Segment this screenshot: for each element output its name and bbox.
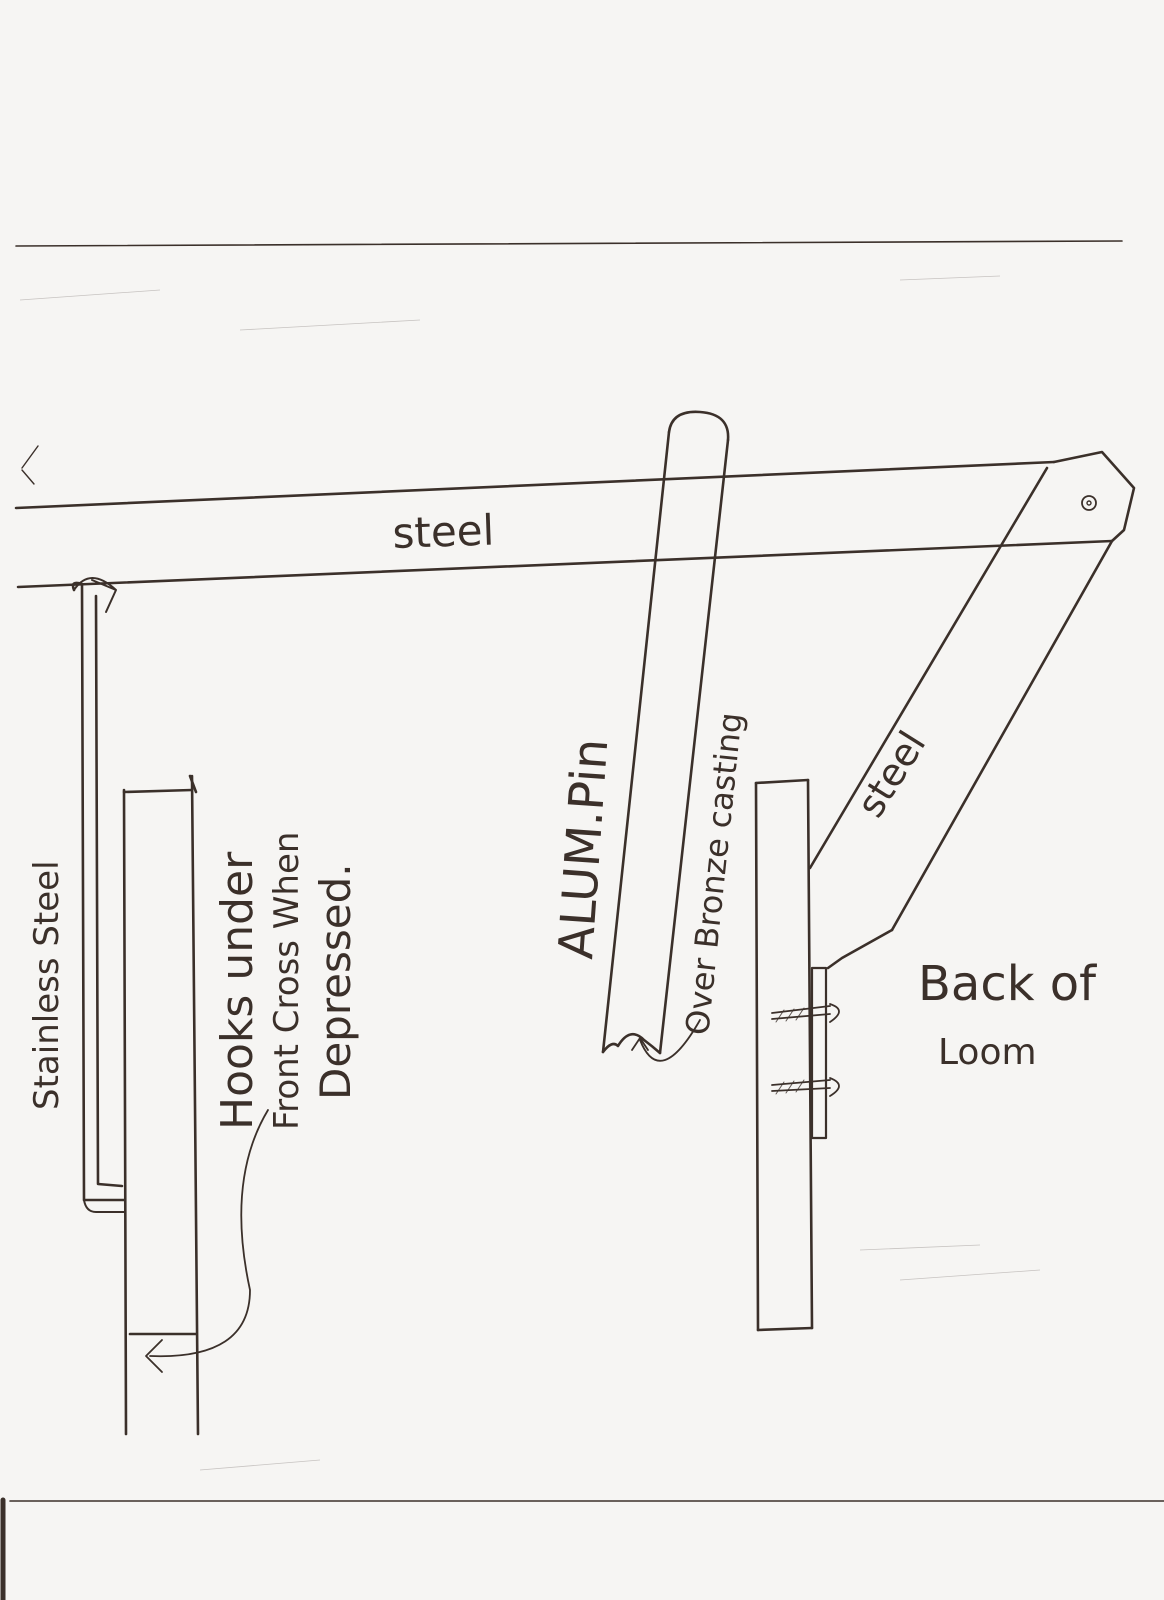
page-frame-lines (0, 240, 1164, 1600)
pivot-bolt-icon (1081, 495, 1097, 511)
tick-mark-left-2 (21, 469, 35, 485)
post-bottom-edge (756, 1326, 814, 1332)
post-right-edge (806, 778, 814, 1330)
hooks-label-line2: Front Cross When (267, 832, 307, 1130)
loom-label: Loom (938, 1032, 1037, 1073)
mounting-plate (810, 966, 828, 1140)
front-cross-left-edge (122, 788, 128, 1436)
pin-left-edge (601, 430, 671, 1054)
front-cross-top-tick (188, 774, 198, 794)
brace-upper-edge (808, 466, 1049, 870)
back-of-loom-post (754, 778, 840, 1332)
upper-bolt-icon (771, 1003, 840, 1023)
post-left-edge (754, 781, 760, 1332)
steel-top-label: steel (392, 505, 495, 558)
horizontal-steel-lever (14, 450, 1136, 589)
stainless-steel-rod (71, 577, 126, 1213)
lower-bolt-icon (771, 1077, 840, 1097)
lever-top-edge (14, 460, 1056, 510)
lever-pointed-end (1052, 450, 1136, 543)
alum-pin-label: ALUM.Pin (548, 737, 619, 961)
over-bronze-label: Over Bronze casting (678, 711, 750, 1037)
rod-bottom-bend (83, 1199, 125, 1213)
pivot-bolt-center-icon (1086, 500, 1092, 506)
brace-foot (826, 928, 894, 970)
casting-arrow (639, 1019, 701, 1062)
hooks-label-line3: Depressed. (311, 863, 360, 1100)
front-cross-right-edge (190, 774, 200, 1436)
front-cross-frame (122, 774, 269, 1436)
hook-arrowhead-icon (145, 1339, 163, 1373)
post-top-edge (754, 778, 810, 785)
rod-outer-edge (71, 581, 126, 1202)
hooks-label-line1: Hooks under (212, 851, 263, 1130)
stainless-steel-label: Stainless Steel (27, 860, 67, 1110)
bolt-hatch (775, 1007, 805, 1095)
lever-bottom-edge (16, 539, 1114, 589)
back-of-label: Back of (918, 956, 1097, 1012)
pin-bottom-notch (601, 1032, 662, 1055)
paper-smudges (19, 275, 1041, 1471)
aluminum-pin (601, 410, 730, 1062)
pin-top-cap (667, 410, 730, 442)
top-frame-line (15, 240, 1123, 247)
hook-arrow (149, 1109, 269, 1358)
tick-mark-left (21, 445, 39, 469)
rod-inner-edge (94, 594, 124, 1188)
rod-top-hook (73, 577, 117, 613)
diagonal-steel-brace (808, 466, 1114, 970)
casting-arrowhead-icon (631, 1037, 649, 1051)
pin-right-edge (658, 438, 730, 1055)
brace-lower-edge (890, 539, 1114, 932)
front-cross-top-edge (122, 788, 194, 794)
steel-diagonal-label: steel (848, 723, 934, 824)
